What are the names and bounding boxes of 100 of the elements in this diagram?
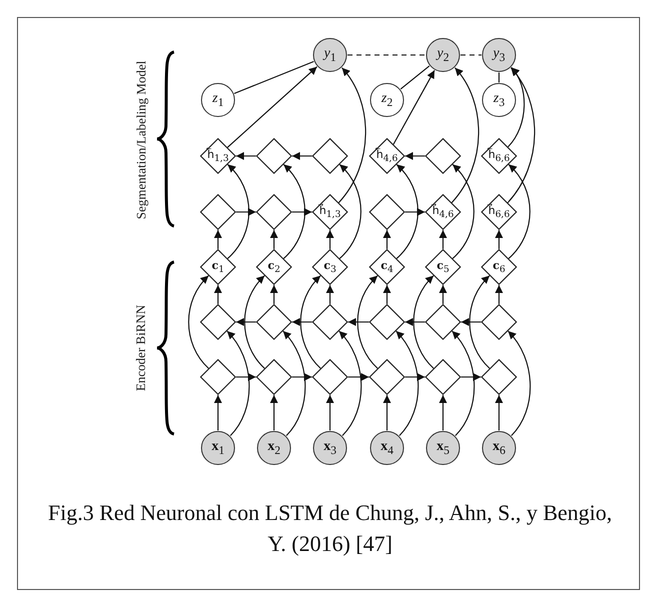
arrow [236,318,256,326]
arrow [461,373,481,381]
side-label: Segmentation/Labeling Model [132,60,149,220]
arrow [405,152,425,160]
arrow [452,164,474,259]
connector-line [460,54,482,56]
circle-node: y$_{3}$ [482,38,516,72]
arrow [495,285,503,304]
arrow [439,395,447,430]
arrow [292,152,312,160]
diamond-node: h⃗$_{1,3}$ [312,194,348,230]
diamond-node [312,359,348,395]
arrow [396,164,418,259]
connector-line [348,54,426,56]
circle-node: x$_{5}$ [426,431,460,465]
diamond-node [481,304,517,340]
diamond-node: c$_{2}$ [256,249,292,285]
diamond-node [369,304,405,340]
arrow [236,373,256,381]
arrow [270,395,278,430]
arrow [283,164,306,259]
arrow [270,285,278,304]
arrow [396,330,419,436]
arrow [188,275,209,369]
connector-line [234,61,314,94]
diamond-node [369,359,405,395]
diamond-node [256,359,292,395]
arrow [338,330,362,436]
diamond-node: c$_{4}$ [369,249,405,285]
diamond-node: c$_{3}$ [312,249,348,285]
arrow [227,164,250,259]
circle-node: x$_{1}$ [201,431,235,465]
circle-node: z$_{1}$ [201,83,235,117]
arrow [383,285,391,304]
arrow [461,318,481,326]
arrow [507,67,536,204]
diamond-node [369,194,405,230]
diamond-node [200,194,236,230]
diamond-node: h⃗$_{4,6}$ [425,194,461,230]
diamond-node: c$_{1}$ [200,249,236,285]
circle-node: x$_{2}$ [257,431,291,465]
arrow [348,318,369,326]
arrow [292,318,312,326]
circle-node: z$_{3}$ [482,83,516,117]
diamond-node [200,304,236,340]
arrow [244,275,265,369]
arrow [383,230,391,249]
arrow [452,330,475,436]
arrow [326,230,334,249]
circle-node: z$_{2}$ [370,83,404,117]
arrow [326,285,334,304]
arrow [227,66,318,148]
arrow [439,230,447,249]
connector-line [400,66,430,90]
diamond-node: c$_{5}$ [425,249,461,285]
arrow [451,67,480,204]
diamond-node: h⃖$_{4,6}$ [369,138,405,174]
diamond-node [425,304,461,340]
arrow [508,67,525,148]
arrow [405,373,425,381]
arrow [214,230,222,249]
arrow [236,152,256,160]
arrow [405,208,425,216]
circle-node: y$_{2}$ [426,38,460,72]
diamond-node [425,138,461,174]
arrow [338,67,366,204]
arrow [508,164,530,259]
arrow [383,395,391,430]
figure-caption: Fig.3 Red Neuronal con LSTM de Chung, J., Ahn, S., y Bengio, Y. (2016) [47] [46,499,614,558]
diamond-node [312,304,348,340]
arrow [226,330,250,436]
arrow [357,275,378,369]
side-label: Encoder BiRNN [133,304,150,392]
connector-line [498,72,500,82]
diamond-node [256,138,292,174]
diamond-node: c$_{6}$ [481,249,517,285]
arrow [270,230,278,249]
arrow [508,330,531,436]
circle-node: y$_{1}$ [313,38,347,72]
arrow [495,395,503,430]
diamond-node: h⃖$_{6,6}$ [481,138,517,174]
arrow [292,208,312,216]
arrow [214,395,222,430]
arrow [413,275,434,369]
circle-node: x$_{3}$ [313,431,347,465]
arrow [405,318,425,326]
arrow [339,164,362,259]
arrow [214,285,222,304]
diamond-node: h⃖$_{1,3}$ [200,138,236,174]
diamond-node [200,359,236,395]
arrow [326,395,334,430]
arrow [392,70,435,145]
arrow [469,275,490,369]
arrow [300,275,321,369]
diamond-node: h⃗$_{6,6}$ [481,194,517,230]
diamond-node [256,194,292,230]
arrow [282,330,306,436]
arrow [495,230,503,249]
arrow [292,373,312,381]
diamond-node [312,138,348,174]
